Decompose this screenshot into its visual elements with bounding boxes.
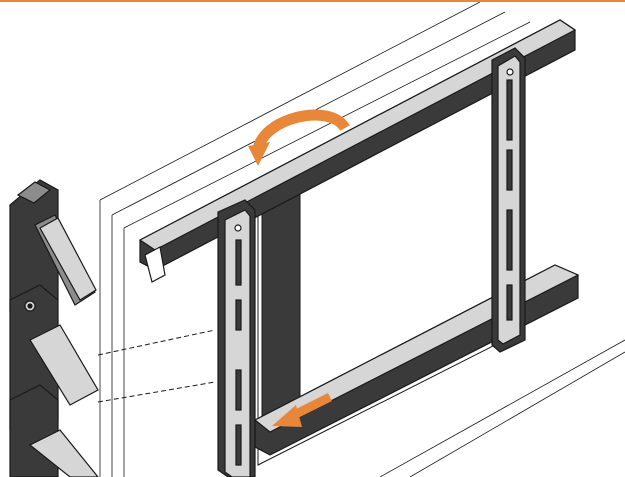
wall-panel-back (99, 2, 625, 477)
left-vertical-strap (217, 199, 256, 477)
right-vertical-strap (491, 47, 526, 353)
slide-arrow-icon (272, 392, 333, 427)
rotate-arrow-icon (248, 109, 350, 166)
articulated-arm (9, 179, 99, 477)
alignment-guides (97, 329, 216, 403)
accent-top-bar (0, 0, 625, 2)
